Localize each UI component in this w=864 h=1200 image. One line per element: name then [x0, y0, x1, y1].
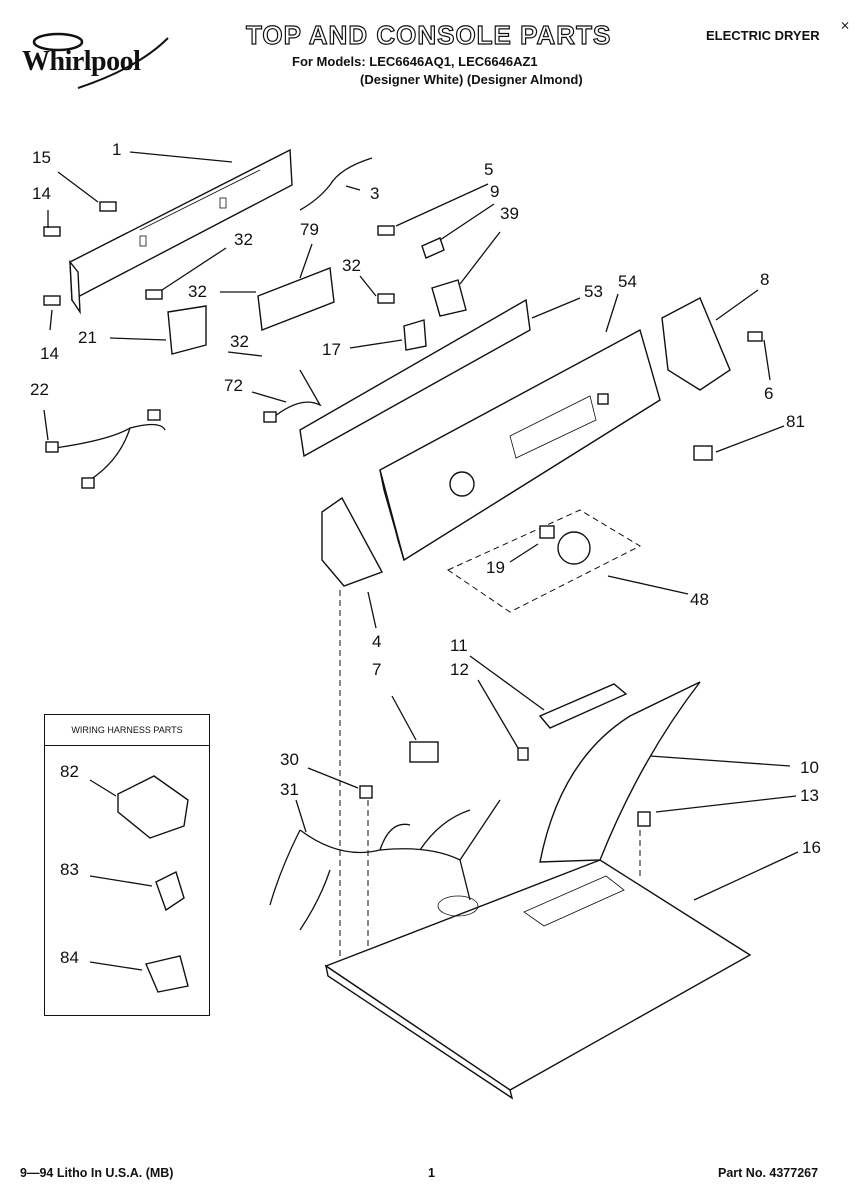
brand-logo: Whirlpool	[18, 28, 178, 98]
brand-name: Whirlpool	[22, 46, 141, 77]
callout-12: 12	[450, 660, 469, 679]
console-panel-part	[379, 328, 661, 562]
harness-box-parts	[89, 775, 189, 993]
callout-5: 5	[484, 160, 494, 179]
callout-19: 19	[486, 558, 505, 577]
colors-line: (Designer White) (Designer Almond)	[360, 72, 583, 87]
switch-part	[167, 305, 207, 355]
screw-5	[377, 225, 395, 236]
screw-32b	[377, 293, 395, 304]
callout-15: 15	[32, 148, 51, 167]
bracket-39	[431, 279, 467, 317]
callout-81: 81	[786, 412, 805, 431]
callout-30: 30	[280, 750, 299, 769]
part-7	[409, 741, 439, 763]
callout-16: 16	[802, 838, 821, 857]
harness-box-title: WIRING HARNESS PARTS	[45, 715, 209, 746]
timer-board-part	[257, 267, 335, 331]
end-cap-part	[661, 297, 731, 391]
callout-32c: 32	[188, 282, 207, 301]
insert-19	[539, 525, 555, 539]
callout-31: 31	[280, 780, 299, 799]
lint-housing-10	[539, 681, 701, 863]
callout-1: 1	[112, 140, 122, 159]
harness-22	[54, 423, 166, 481]
models-line: For Models: LEC6646AQ1, LEC6646AZ1	[292, 54, 538, 69]
callout-7: 7	[372, 660, 382, 679]
callout-54: 54	[618, 272, 637, 291]
callout-17: 17	[322, 340, 341, 359]
bracket-17	[403, 319, 427, 351]
callout-32d: 32	[230, 332, 249, 351]
callout-14a: 14	[32, 184, 51, 203]
part-12	[517, 747, 529, 761]
left-cap-part	[321, 496, 383, 587]
callout-11: 11	[450, 636, 468, 655]
screws-left	[43, 201, 163, 306]
callout-72: 72	[224, 376, 243, 395]
callout-22: 22	[30, 380, 49, 399]
rear-bracket-part	[69, 148, 293, 315]
harness-72	[269, 369, 322, 421]
dryer-top-part	[324, 859, 752, 1100]
callout-53: 53	[584, 282, 603, 301]
callout-10: 10	[800, 758, 819, 777]
product-label: ELECTRIC DRYER	[706, 28, 820, 43]
lint-cover-11	[538, 683, 628, 729]
callout-84: 84	[60, 948, 79, 967]
main-harness-31	[269, 799, 501, 931]
callout-4: 4	[372, 632, 382, 651]
callout-32a: 32	[234, 230, 253, 249]
logo-swoosh-icon	[32, 32, 169, 89]
callout-21: 21	[78, 328, 97, 347]
callout-83: 83	[60, 860, 79, 879]
callout-48: 48	[690, 590, 709, 609]
callout-32b: 32	[342, 256, 361, 275]
callout-9: 9	[490, 182, 500, 201]
console-rail-part	[299, 298, 531, 458]
knob-81	[693, 445, 713, 461]
harness-parts-box: WIRING HARNESS PARTS	[44, 714, 210, 1016]
corner-mark: ⨯	[840, 18, 851, 32]
clip-9	[421, 237, 445, 259]
callout-39: 39	[500, 204, 519, 223]
litho-line: 9—94 Litho In U.S.A. (MB)	[20, 1166, 174, 1180]
part-number: Part No. 4377267	[718, 1166, 819, 1180]
callout-82: 82	[60, 762, 79, 781]
callout-3: 3	[370, 184, 380, 203]
callout-6: 6	[764, 384, 774, 403]
wire-part	[299, 157, 373, 211]
screw-6	[747, 331, 763, 342]
screw-13	[637, 811, 651, 827]
knob-48	[557, 531, 591, 565]
page-number: 1	[428, 1166, 435, 1180]
callout-79: 79	[300, 220, 319, 239]
callout-14b: 14	[40, 344, 59, 363]
callout-8: 8	[760, 270, 770, 289]
leader-lines	[43, 151, 799, 901]
dashed-outline-48	[446, 509, 642, 613]
clip-30	[359, 785, 373, 799]
page-title: TOP AND CONSOLE PARTS	[245, 19, 612, 50]
callout-13: 13	[800, 786, 819, 805]
